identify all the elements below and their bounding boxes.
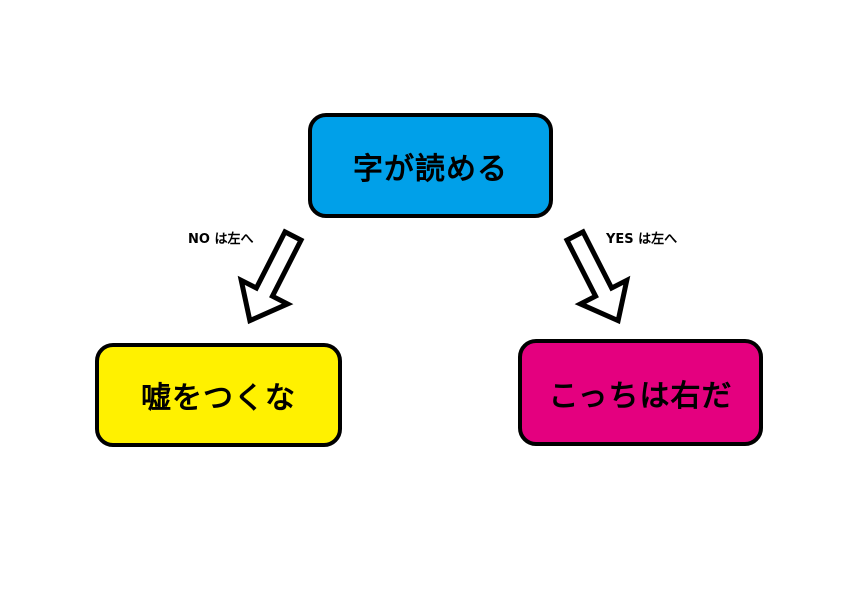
node-branch-yes: こっちは右だ [518, 339, 763, 446]
node-branch-no-label: 嘘をつくな [141, 381, 296, 416]
node-branch-no: 嘘をつくな [95, 343, 342, 447]
branch-label-yes: YES は左へ [606, 232, 678, 247]
node-branch-yes-label: こっちは右だ [548, 378, 733, 414]
branch-label-no: NO は左へ [188, 232, 254, 247]
node-root-label: 字が読める [353, 151, 508, 187]
node-root: 字が読める [308, 113, 553, 218]
